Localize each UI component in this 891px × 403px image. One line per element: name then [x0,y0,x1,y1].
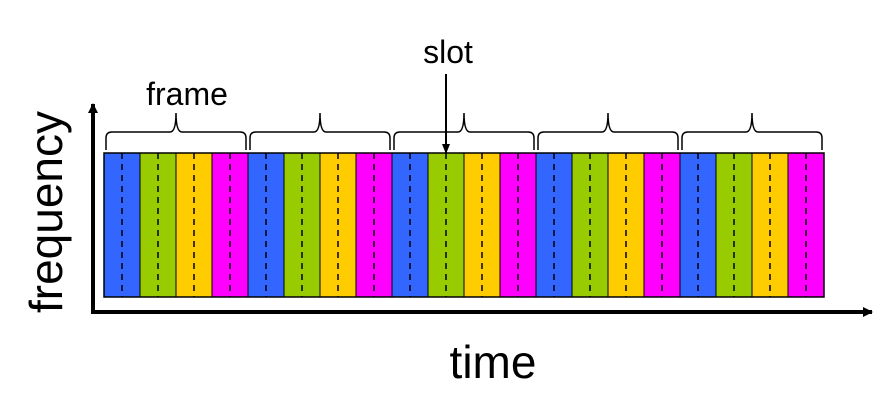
slot-label: slot [423,34,473,70]
frame-brace-4 [537,112,679,150]
frame-label: frame [146,76,228,112]
slot-dividers [103,152,825,298]
frame-braces [105,112,823,150]
frame-brace-1 [105,112,247,150]
frame-brace-3 [393,112,535,150]
frame-brace-5 [681,112,823,150]
slot-area-border [103,152,825,298]
y-axis-label: frequency [20,111,72,313]
x-axis-label: time [450,336,537,388]
slot-bars [104,153,824,297]
frame-brace-2 [249,112,391,150]
